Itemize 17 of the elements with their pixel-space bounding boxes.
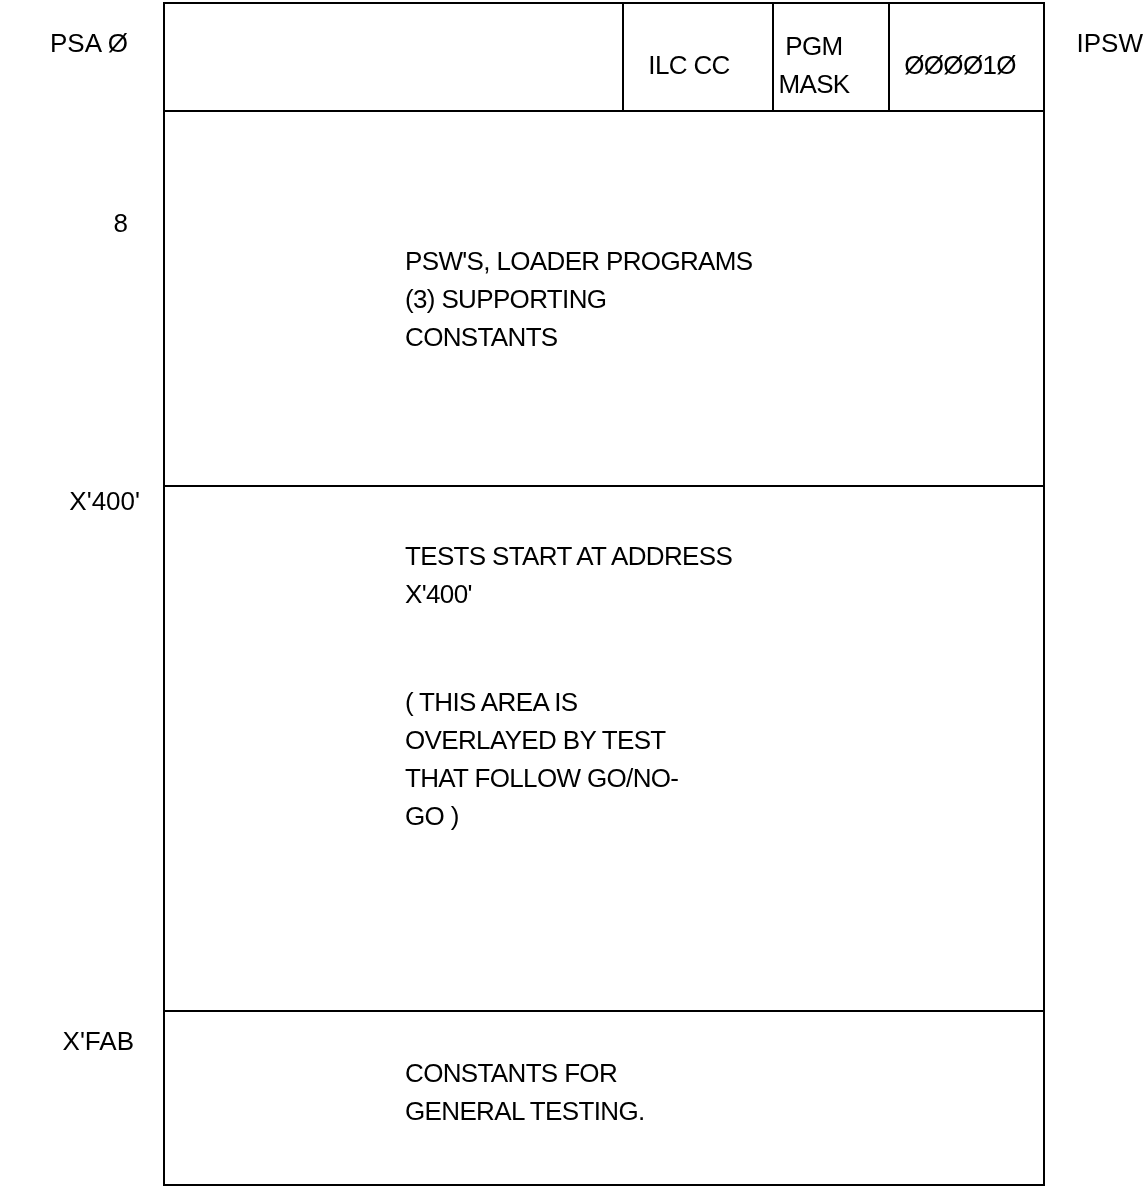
section-text: ( THIS AREA IS OVERLAYED BY TEST THAT FOLLOW GO/NO-GO )	[405, 686, 680, 833]
section-text: PGM MASK	[777, 30, 851, 101]
address-label: X'400'	[68, 485, 140, 518]
memory-section	[163, 1010, 1045, 1186]
section-text: TESTS START AT ADDRESS X'400'	[405, 540, 734, 611]
section-text: CONSTANTS FOR GENERAL TESTING.	[405, 1057, 646, 1128]
section-text: ILC CC	[647, 49, 731, 82]
address-label: 8	[112, 207, 128, 240]
memory-section	[163, 110, 1045, 487]
address-label: IPSW	[1075, 27, 1143, 60]
address-label: PSA Ø	[48, 27, 128, 60]
empty-cell	[163, 2, 624, 112]
register-cell	[888, 2, 1045, 112]
section-text: ØØØØ1Ø	[903, 49, 1017, 82]
address-label: X'FAB	[61, 1025, 134, 1058]
section-text: PSW'S, LOADER PROGRAMS (3) SUPPORTING CONSTANTS	[405, 245, 754, 354]
memory-section	[163, 485, 1045, 1012]
